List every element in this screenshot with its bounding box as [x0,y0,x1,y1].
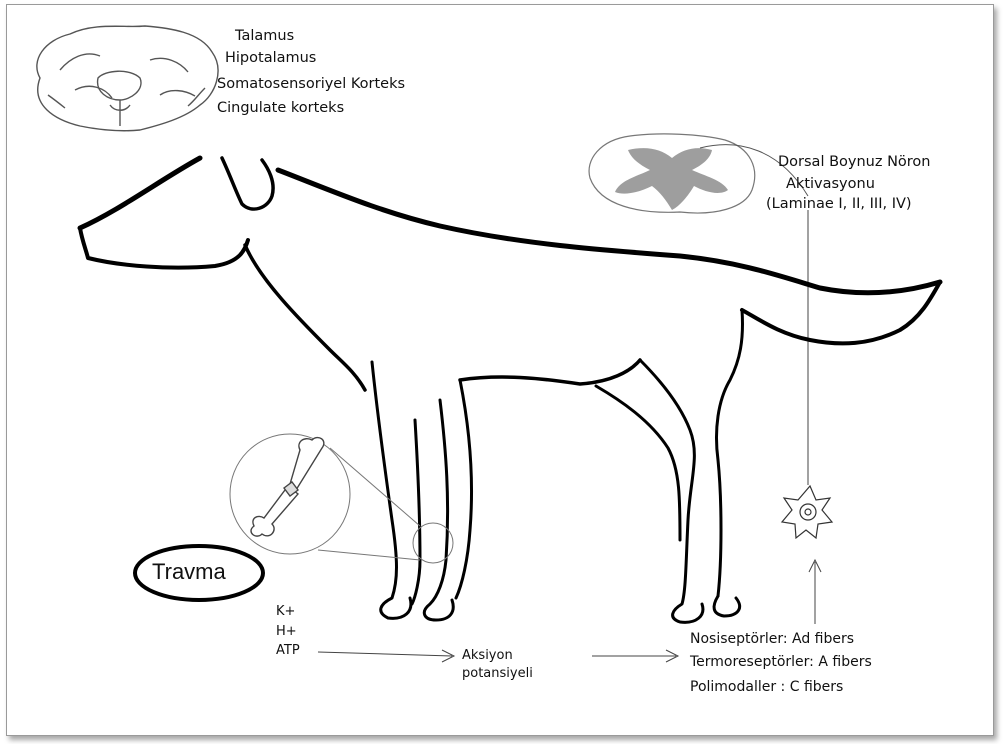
neuron-icon [782,486,832,538]
mediator-k: K+ [276,604,295,620]
brain-label-somatosensory-cortex: Somatosensoriyel Korteks [217,76,405,92]
action-potential-line2: potansiyeli [462,666,533,681]
brain-label-talamus: Talamus [235,28,294,44]
dog-outline [80,158,940,622]
dorsal-horn-label-line1: Dorsal Boynuz Nöron [778,154,931,170]
dorsal-horn-label-line2: Aktivasyonu [786,176,875,192]
receptor-thermoreceptors: Termoreseptörler: A fibers [690,651,872,673]
action-potential-line1: Aksiyon [462,648,513,663]
brain-label-hipotalamus: Hipotalamus [225,50,316,66]
dorsal-horn-label-line3: (Laminae I, II, III, IV) [766,196,912,212]
brain-section-icon [37,26,218,131]
mediator-atp: ATP [276,643,300,659]
mediator-h: H+ [276,624,297,640]
receptor-nociceptors: Nosiseptörler: Ad fibers [690,628,854,650]
brain-label-cingulate-cortex: Cingulate korteks [217,100,344,116]
arrow-mediators-to-potential [318,650,454,662]
upward-arrow [809,560,821,624]
trauma-label: Travma [152,559,226,585]
arrow-potential-to-receptors [592,650,678,662]
receptor-polymodal: Polimodaller : C fibers [690,676,843,698]
